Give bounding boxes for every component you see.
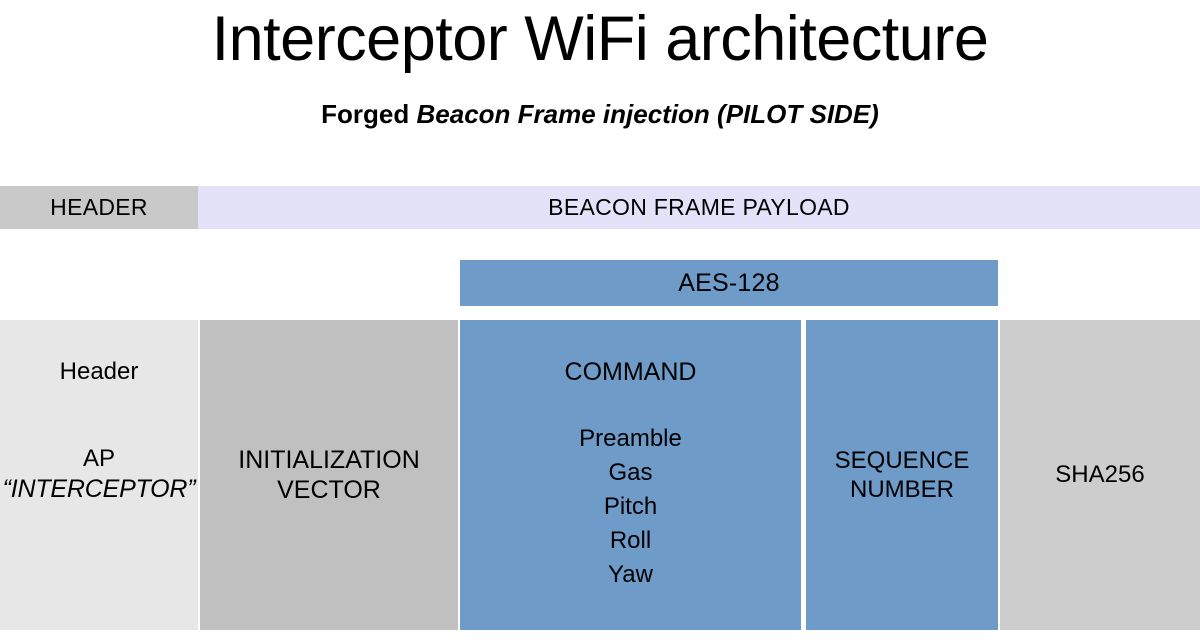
initialization-vector-line1: INITIALIZATION — [238, 445, 420, 474]
frame-structure-row: Header AP “INTERCEPTOR” INITIALIZATION V… — [0, 320, 1200, 630]
access-point-name: AP “INTERCEPTOR” — [3, 444, 196, 504]
aes-encryption-bar: AES-128 — [460, 260, 998, 306]
command-field-list: Preamble Gas Pitch Roll Yaw — [579, 422, 682, 592]
payload-band-label: BEACON FRAME PAYLOAD — [548, 194, 850, 220]
block-command: COMMAND Preamble Gas Pitch Roll Yaw — [460, 320, 801, 630]
access-point-header-label: Header — [59, 358, 139, 385]
sequence-number-line2: NUMBER — [849, 476, 954, 503]
page-subtitle: Forged Beacon Frame injection (PILOT SID… — [0, 100, 1200, 129]
block-initialization-vector: INITIALIZATION VECTOR — [200, 320, 458, 630]
checksum-label: SHA256 — [1055, 460, 1145, 488]
access-point-ssid: “INTERCEPTOR” — [2, 474, 196, 503]
subtitle-emphasis: Beacon Frame injection (PILOT SIDE) — [416, 99, 879, 129]
frame-overview-row: HEADER BEACON FRAME PAYLOAD — [0, 186, 1200, 229]
sequence-number-line1: SEQUENCE — [834, 446, 970, 474]
command-field: Preamble — [579, 424, 682, 452]
page-title: Interceptor WiFi architecture — [211, 4, 989, 74]
block-sequence-number: SEQUENCE NUMBER — [806, 320, 998, 630]
block-checksum: SHA256 — [1000, 320, 1200, 630]
command-field: Roll — [609, 526, 652, 554]
command-field: Gas — [608, 458, 653, 486]
command-field: Yaw — [608, 560, 653, 588]
header-band-label: HEADER — [50, 194, 148, 220]
command-field: Pitch — [603, 492, 658, 520]
subtitle-prefix: Forged — [321, 99, 417, 129]
aes-encryption-label: AES-128 — [678, 268, 780, 297]
block-access-point: Header AP “INTERCEPTOR” — [0, 320, 198, 630]
command-title: COMMAND — [564, 358, 697, 386]
header-band-cell: HEADER — [0, 186, 198, 229]
payload-band-cell: BEACON FRAME PAYLOAD — [198, 186, 1200, 229]
access-point-ap-label: AP — [82, 445, 115, 473]
initialization-vector-line2: VECTOR — [277, 476, 381, 504]
